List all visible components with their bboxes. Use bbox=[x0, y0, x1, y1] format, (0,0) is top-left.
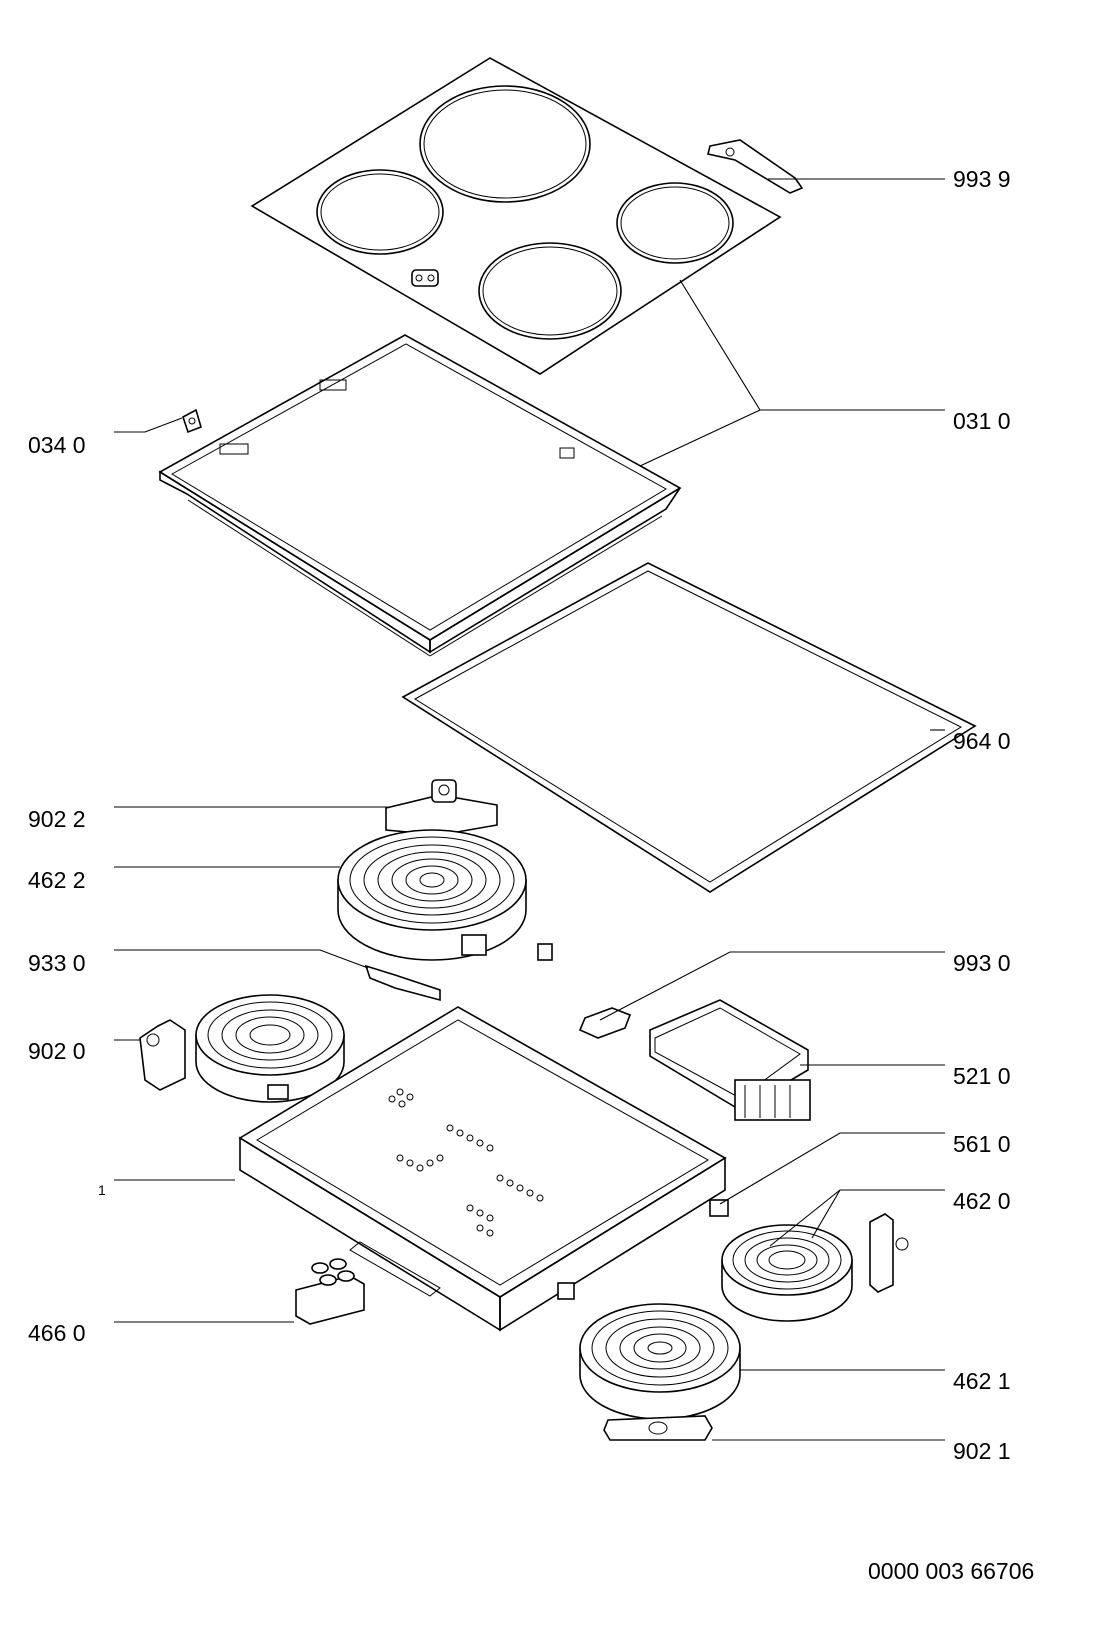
label-034-0: 034 0 bbox=[28, 432, 86, 458]
label-462-1: 462 1 bbox=[953, 1368, 1011, 1394]
label-902-0: 902 0 bbox=[28, 1038, 86, 1064]
small-connector-part bbox=[364, 964, 441, 1002]
radiant-heater-large bbox=[337, 829, 553, 961]
heater-bracket-top bbox=[385, 779, 498, 836]
label-902-2: 902 2 bbox=[28, 806, 86, 832]
seal-gasket bbox=[401, 562, 977, 893]
radiant-heater-bottom bbox=[557, 1282, 741, 1420]
heater-bracket-left bbox=[139, 1019, 186, 1091]
vent-holes bbox=[388, 1088, 544, 1237]
frame-bracket bbox=[182, 408, 202, 434]
label-521-0: 521 0 bbox=[953, 1063, 1011, 1089]
label-964-0: 964 0 bbox=[953, 728, 1011, 754]
document-number: 0000 003 66706 bbox=[868, 1558, 1035, 1584]
label-1: 1 bbox=[98, 1182, 106, 1198]
label-993-9: 993 9 bbox=[953, 166, 1011, 192]
ceramic-glass-top bbox=[250, 57, 782, 375]
label-993-0: 993 0 bbox=[953, 950, 1011, 976]
label-031-0: 031 0 bbox=[953, 408, 1011, 434]
label-561-0: 561 0 bbox=[953, 1131, 1011, 1157]
mounting-clip bbox=[578, 1007, 632, 1039]
terminal-block bbox=[295, 1258, 365, 1325]
radiant-heater-right bbox=[721, 1224, 853, 1322]
leader-lines bbox=[114, 178, 945, 1441]
label-466-0: 466 0 bbox=[28, 1320, 86, 1346]
heater-bracket-right bbox=[869, 1213, 909, 1293]
label-902-1: 902 1 bbox=[953, 1438, 1011, 1464]
heater-bracket-bottom bbox=[603, 1415, 713, 1441]
clip-part bbox=[707, 139, 804, 194]
label-462-2: 462 2 bbox=[28, 867, 86, 893]
hob-frame bbox=[158, 334, 682, 657]
label-933-0: 933 0 bbox=[28, 950, 86, 976]
radiant-heater-left bbox=[195, 994, 345, 1127]
control-module bbox=[649, 999, 811, 1121]
label-462-0: 462 0 bbox=[953, 1188, 1011, 1214]
base-tray bbox=[238, 1006, 727, 1332]
terminal-connector bbox=[709, 1199, 729, 1217]
